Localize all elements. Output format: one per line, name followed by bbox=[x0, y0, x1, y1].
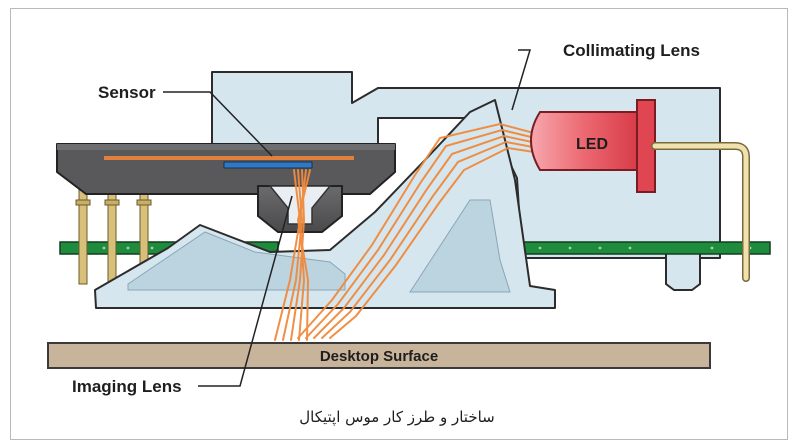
caption: ساختار و طرز کار موس اپتیکال bbox=[299, 408, 495, 427]
sensor-chip-top bbox=[57, 144, 395, 150]
led-label: LED bbox=[576, 136, 608, 153]
sensor-label: Sensor bbox=[98, 83, 156, 102]
imaging-lens-label: Imaging Lens bbox=[72, 377, 182, 396]
sensor-element bbox=[223, 161, 313, 169]
light-beams bbox=[274, 122, 561, 341]
sensor-chip bbox=[56, 143, 396, 195]
desktop-surface bbox=[47, 342, 711, 369]
desktop-surface-label: Desktop Surface bbox=[320, 348, 438, 365]
led-body bbox=[530, 111, 641, 171]
mounting-post bbox=[665, 249, 701, 291]
sensor-pins bbox=[75, 187, 152, 285]
prism-inner-right bbox=[409, 199, 511, 293]
circuit-board-right bbox=[514, 241, 771, 255]
sensor-strip-orange bbox=[104, 156, 354, 160]
callout-lines bbox=[163, 49, 532, 387]
collimating-lens-label: Collimating Lens bbox=[563, 41, 700, 60]
led-lead-wire-inner bbox=[652, 143, 749, 281]
